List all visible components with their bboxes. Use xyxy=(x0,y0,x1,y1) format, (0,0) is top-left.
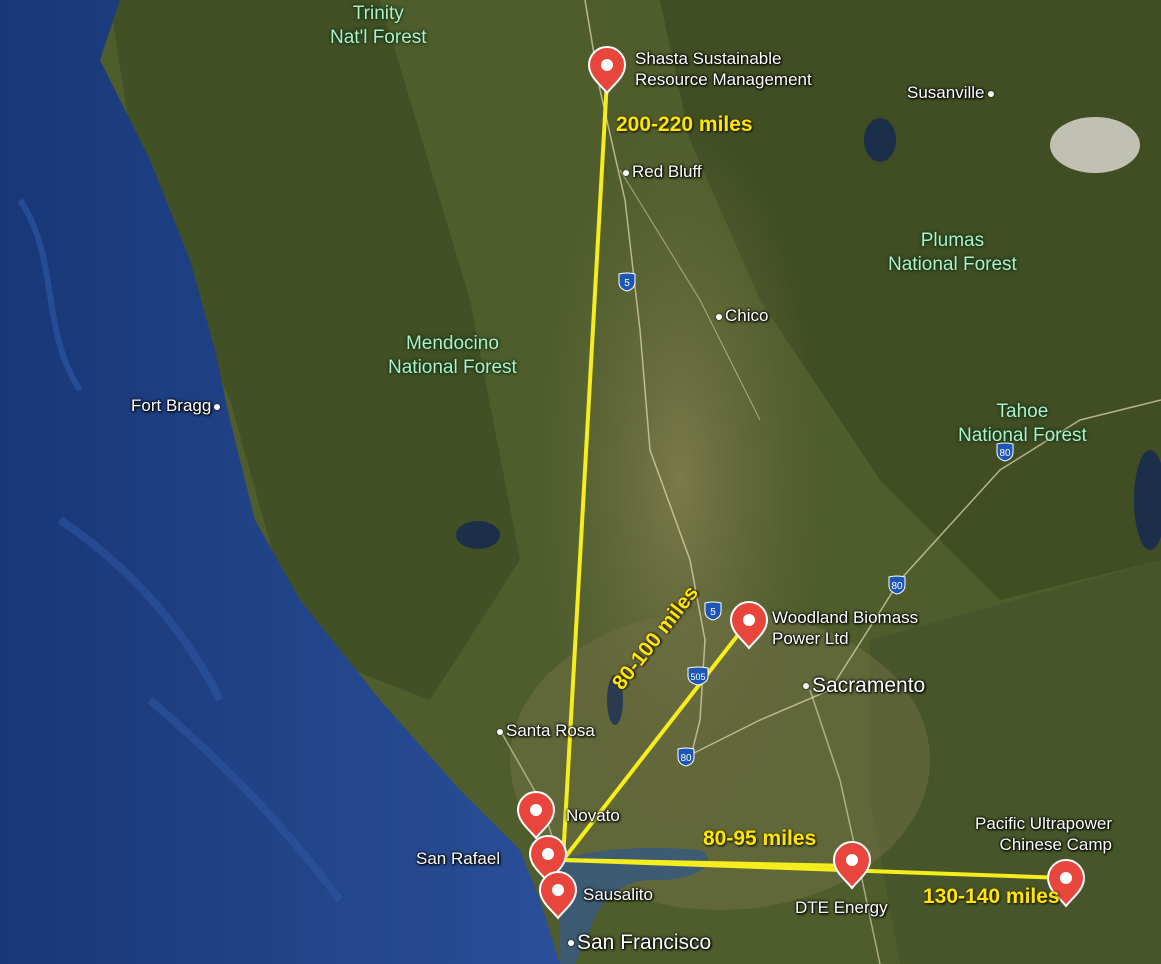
city-dot xyxy=(716,313,722,320)
city-label-novato: Novato xyxy=(566,806,620,826)
city-dot xyxy=(568,940,574,947)
forest-label-line: National Forest xyxy=(958,425,1087,446)
road-99 xyxy=(809,689,881,964)
interstate-shield-icon: 505 xyxy=(687,666,709,686)
distance-label-shasta: 200-220 miles xyxy=(616,113,753,136)
forest-label-line: Nat'l Forest xyxy=(330,27,427,48)
interstate-shield-icon: 5 xyxy=(618,272,636,292)
map-pin-icon[interactable] xyxy=(1046,859,1086,908)
forest-label-line: National Forest xyxy=(888,254,1017,275)
lake-almanor xyxy=(864,118,896,162)
city-label-chico: Chico xyxy=(713,306,768,326)
interstate-shield-icon: 80 xyxy=(677,747,695,767)
forest-label-line: Trinity xyxy=(352,3,404,24)
city-label-red-bluff: Red Bluff xyxy=(620,162,702,182)
city-name: Santa Rosa xyxy=(506,721,595,740)
map-pin-icon[interactable] xyxy=(587,46,627,95)
city-label-fort-bragg: Fort Bragg xyxy=(131,396,223,416)
city-name: San Rafael xyxy=(416,849,501,868)
city-label-santa-rosa: Santa Rosa xyxy=(494,721,595,741)
route-line-shasta xyxy=(561,79,609,861)
forest-label-trinity: Trinity Nat'l Forest xyxy=(330,2,427,50)
lake-tahoe xyxy=(1134,450,1161,550)
distance-label-dte: 80-95 miles xyxy=(703,827,817,850)
city-dot xyxy=(803,683,809,690)
forest-label-line: Tahoe xyxy=(996,401,1049,422)
clear-lake xyxy=(456,521,500,549)
facility-label-dte[interactable]: DTE Energy xyxy=(795,897,888,918)
shield-number: 5 xyxy=(624,278,630,289)
pacific-ocean xyxy=(0,0,560,964)
distance-label-pacific: 130-140 miles xyxy=(923,885,1060,908)
foothills xyxy=(870,560,1161,964)
city-dot xyxy=(987,90,994,97)
facility-name-line: Shasta Sustainable xyxy=(635,49,782,68)
shield-number: 505 xyxy=(690,672,705,682)
city-label-san-rafael: San Rafael xyxy=(416,849,500,869)
city-name: Chico xyxy=(725,306,769,325)
lake-berryessa xyxy=(607,675,623,725)
facility-name-line: Woodland Biomass xyxy=(772,608,919,627)
interstate-shield-icon: 80 xyxy=(888,575,906,595)
shield-number: 80 xyxy=(680,753,692,764)
map-pin-icon[interactable] xyxy=(832,841,872,890)
city-label-susanville: Susanville xyxy=(907,83,997,103)
city-name: Red Bluff xyxy=(632,162,702,181)
forest-label-line: National Forest xyxy=(388,357,517,378)
ocean-ridge xyxy=(147,696,344,903)
city-label-sausalito: Sausalito xyxy=(583,885,653,905)
road-99-north xyxy=(619,169,761,421)
forest-label-plumas: Plumas National Forest xyxy=(888,229,1017,277)
city-name: Novato xyxy=(566,806,620,825)
facility-name-line: Power Ltd xyxy=(772,629,849,648)
city-dot xyxy=(214,403,221,410)
route-line-pacific xyxy=(562,858,1066,880)
city-name: San Francisco xyxy=(577,931,712,954)
facility-label-shasta[interactable]: Shasta Sustainable Resource Management xyxy=(635,48,812,90)
map-pin-icon[interactable] xyxy=(729,601,769,650)
city-name: Sacramento xyxy=(812,674,926,697)
forest-label-line: Mendocino xyxy=(405,333,499,354)
forest-label-line: Plumas xyxy=(920,230,985,251)
city-name: Fort Bragg xyxy=(131,396,212,415)
map-pin-icon[interactable] xyxy=(516,791,556,840)
facility-label-woodland[interactable]: Woodland Biomass Power Ltd xyxy=(772,607,918,649)
forest-label-mendocino: Mendocino National Forest xyxy=(388,332,517,380)
ocean-ridge xyxy=(57,516,224,702)
interstate-shield-icon: 80 xyxy=(996,442,1014,462)
city-name: Susanville xyxy=(907,83,985,102)
shield-number: 5 xyxy=(710,607,716,618)
interstate-shield-icon: 5 xyxy=(704,601,722,621)
facility-label-pacific[interactable]: Pacific Ultrapower Chinese Camp xyxy=(975,813,1112,855)
shield-number: 80 xyxy=(891,581,903,592)
ocean-ridge xyxy=(17,198,83,392)
city-name: Sausalito xyxy=(583,885,653,904)
facility-name-line: Chinese Camp xyxy=(999,835,1112,854)
map-pin-icon[interactable] xyxy=(528,835,568,884)
facility-name-line: DTE Energy xyxy=(795,898,888,917)
facility-name-line: Pacific Ultrapower xyxy=(975,814,1112,833)
facility-name-line: Resource Management xyxy=(635,70,812,89)
sierra-range xyxy=(660,0,1161,600)
map-pin-icon[interactable] xyxy=(538,871,578,920)
city-dot xyxy=(497,728,503,735)
route-line-woodland xyxy=(561,620,750,862)
shield-number: 80 xyxy=(999,448,1011,459)
forest-label-tahoe: Tahoe National Forest xyxy=(958,400,1087,448)
road-i5 xyxy=(584,0,706,761)
city-label-sacramento: Sacramento xyxy=(800,674,925,698)
city-label-san-francisco: San Francisco xyxy=(565,931,711,955)
coast-range xyxy=(110,0,520,700)
honey-lake xyxy=(1050,117,1140,173)
san-francisco-bay xyxy=(560,848,708,964)
city-dot xyxy=(623,169,629,176)
